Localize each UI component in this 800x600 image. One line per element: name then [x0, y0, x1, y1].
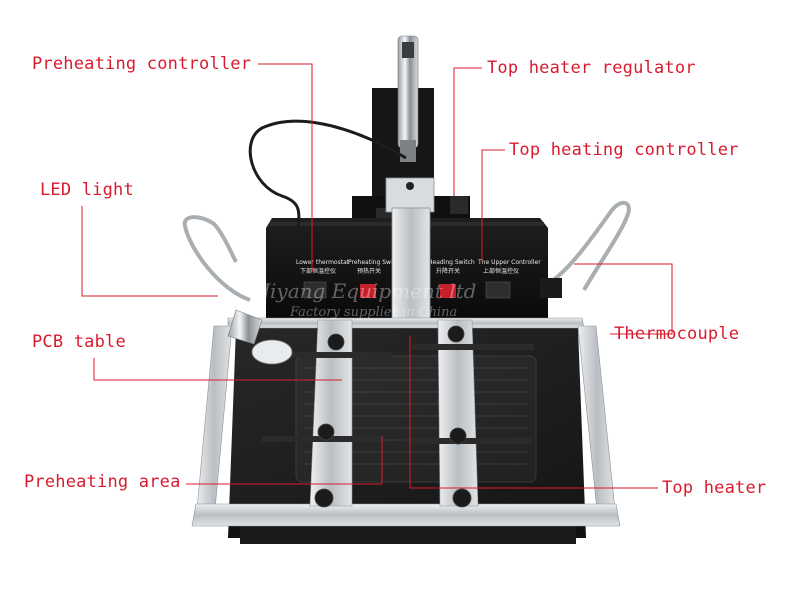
watermark-line2: Factory supplier in China [289, 305, 457, 320]
heater-cable [248, 119, 407, 231]
leader-preheating-area [186, 436, 383, 485]
preheating-switch-caption-cn: 预热开关 [357, 267, 381, 275]
leader-top-heater [409, 336, 658, 489]
heading-switch [440, 284, 456, 298]
callout-pcb-table: PCB table [32, 332, 126, 352]
preheating-switch [360, 284, 376, 298]
leader-top-heating-controller [481, 149, 505, 262]
callout-thermocouple: Thermocouple [614, 324, 740, 344]
callout-top-heater: Top heater [662, 478, 767, 498]
lower-thermostat-display [303, 281, 327, 299]
upper-controller-display [485, 281, 511, 299]
lower-thermostat-caption-cn: 下部恒温控仪 [300, 267, 336, 275]
callout-preheating-controller: Preheating controller [32, 54, 252, 74]
leader-top-heater-regulator [453, 67, 482, 196]
top-heater-regulator-rod [397, 35, 419, 162]
heading-switch-caption: Heading Switch [428, 259, 475, 266]
lower-thermostat-caption: Lower thermostat [296, 259, 350, 266]
top-heater-head [385, 177, 435, 340]
callout-top-heater-regulator: Top heater regulator [487, 58, 696, 78]
callout-preheating-area: Preheating area [24, 472, 181, 492]
heading-switch-caption-cn: 升降开关 [436, 267, 460, 275]
leader-pcb-table [93, 358, 342, 381]
callout-top-heating-controller: Top heating controller [509, 140, 739, 160]
leader-preheating-controller [258, 63, 313, 272]
upper-controller-caption-cn: 上部恒温控仪 [483, 267, 519, 275]
callout-led-light: LED light [40, 180, 134, 200]
leader-led-light [81, 206, 218, 297]
led-light-left [182, 215, 293, 365]
preheating-switch-caption: Preheating Switch [348, 259, 402, 266]
upper-controller-caption: The Upper Controller [477, 259, 541, 266]
watermark-line1: Jiyang Equipment ltd [258, 279, 476, 303]
thermocouple-probe [540, 200, 631, 298]
leader-lines [81, 63, 673, 489]
pcb-table-frame [191, 317, 621, 527]
leader-thermocouple [574, 263, 673, 335]
